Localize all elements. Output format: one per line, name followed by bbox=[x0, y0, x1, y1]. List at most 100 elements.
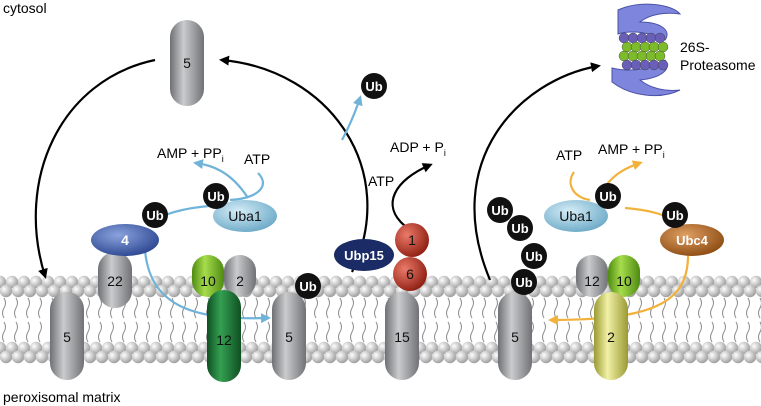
pex5-membrane-left-label: 5 bbox=[63, 329, 71, 345]
lipid-head bbox=[0, 284, 13, 298]
lipid-head bbox=[497, 275, 511, 289]
lipid-tail bbox=[686, 297, 690, 319]
lipid-tail bbox=[482, 297, 486, 319]
proteasome-subunit bbox=[618, 50, 630, 62]
adp-p-label: ADP + Pi bbox=[390, 139, 446, 158]
ubiquitin-label: Ub bbox=[511, 221, 528, 236]
lipid-tail bbox=[254, 297, 258, 319]
lipid-head bbox=[671, 350, 685, 364]
lipid-head bbox=[83, 350, 97, 364]
pex5-membrane-left: 5 bbox=[50, 292, 84, 380]
lipid-tail bbox=[674, 321, 678, 343]
lipid-head bbox=[347, 284, 361, 298]
lipid-tail bbox=[434, 297, 438, 319]
lipid-tail bbox=[266, 321, 270, 343]
lipid-tail bbox=[338, 297, 342, 319]
lipid-tail bbox=[494, 321, 498, 343]
lipid-head bbox=[677, 341, 691, 355]
lipid-tail bbox=[458, 321, 462, 343]
lipid-head bbox=[545, 275, 559, 289]
proteasome-subunit bbox=[618, 32, 630, 44]
pex4-to-pex5-arrow bbox=[143, 249, 271, 324]
pex5-degradation-arrow bbox=[473, 62, 601, 281]
lipid-head bbox=[101, 341, 115, 355]
lipid-tail bbox=[122, 321, 126, 343]
lipid-head bbox=[191, 350, 205, 364]
lipid-head bbox=[755, 284, 761, 298]
lipid-head bbox=[479, 284, 493, 298]
lipid-head bbox=[77, 275, 91, 289]
pex10-left: 10 bbox=[192, 255, 224, 297]
pex12-right: 12 bbox=[576, 255, 608, 297]
lipid-head bbox=[647, 350, 661, 364]
lipid-head bbox=[461, 275, 475, 289]
atp-center-label: ATP bbox=[368, 173, 394, 189]
lipid-tail bbox=[686, 321, 690, 343]
lipid-head bbox=[425, 275, 439, 289]
lipid-head bbox=[455, 284, 469, 298]
lipid-tail bbox=[158, 321, 162, 343]
ub-release-arrow bbox=[341, 95, 363, 141]
lipid-tail bbox=[146, 321, 150, 343]
uba1-right-label: Uba1 bbox=[559, 208, 593, 224]
proteasome-subunit bbox=[657, 59, 669, 71]
lipid-head bbox=[641, 275, 655, 289]
lipid-tail bbox=[266, 297, 270, 319]
peroxisomal-matrix-label: peroxisomal matrix bbox=[3, 389, 120, 405]
lipid-head bbox=[659, 350, 673, 364]
ubiquitin-badge: Ub bbox=[142, 202, 168, 228]
lipid-head bbox=[419, 350, 433, 364]
lipid-tail bbox=[362, 297, 366, 319]
proteasome-subunit bbox=[627, 32, 639, 44]
lipid-head bbox=[425, 341, 439, 355]
proteasome-subunit bbox=[654, 50, 666, 62]
pex6: 6 bbox=[393, 257, 427, 291]
pex5-import-arrow bbox=[34, 58, 156, 279]
lipid-tail bbox=[38, 321, 42, 343]
lipid-head bbox=[125, 341, 139, 355]
lipid-tail bbox=[638, 297, 642, 319]
lipid-head bbox=[719, 284, 733, 298]
lipid-tail bbox=[146, 297, 150, 319]
lipid-head bbox=[41, 275, 55, 289]
lipid-tail bbox=[86, 321, 90, 343]
lipid-head bbox=[563, 350, 577, 364]
pex5-translocating-label: 5 bbox=[285, 329, 293, 345]
lipid-head bbox=[731, 284, 745, 298]
lipid-head bbox=[5, 275, 19, 289]
atp-to-uba1-arrow bbox=[229, 172, 264, 202]
lipid-head bbox=[467, 284, 481, 298]
lipid-head bbox=[281, 275, 295, 289]
lipid-tail bbox=[542, 321, 546, 343]
lipid-tail bbox=[554, 297, 558, 319]
lipid-head bbox=[449, 275, 463, 289]
lipid-head bbox=[539, 350, 553, 364]
lipid-tail bbox=[350, 297, 354, 319]
lipid-tail bbox=[242, 297, 246, 319]
lipid-head bbox=[551, 284, 565, 298]
atp-hydrolysis-arrow bbox=[391, 163, 433, 227]
amp-pp-left-label: AMP + PPi bbox=[157, 145, 224, 164]
lipid-head bbox=[647, 284, 661, 298]
ubc4-label: Ubc4 bbox=[676, 233, 709, 248]
lipid-tail bbox=[434, 321, 438, 343]
lipid-tail bbox=[194, 321, 198, 343]
lipid-head bbox=[251, 350, 265, 364]
lipid-head bbox=[701, 275, 715, 289]
lipid-tail bbox=[746, 321, 750, 343]
pex4-label: 4 bbox=[121, 232, 129, 248]
lipid-head bbox=[11, 284, 25, 298]
lipid-head bbox=[437, 341, 451, 355]
lipid-head bbox=[455, 350, 469, 364]
proteasome-subunit bbox=[636, 50, 648, 62]
lipid-head bbox=[11, 350, 25, 364]
lipid-head bbox=[113, 341, 127, 355]
lipid-head bbox=[179, 350, 193, 364]
proteasome-subunit bbox=[627, 50, 639, 62]
lipid-tail bbox=[158, 297, 162, 319]
lipid-head bbox=[575, 350, 589, 364]
proteasome-subunit bbox=[639, 41, 651, 53]
lipid-tail bbox=[326, 297, 330, 319]
